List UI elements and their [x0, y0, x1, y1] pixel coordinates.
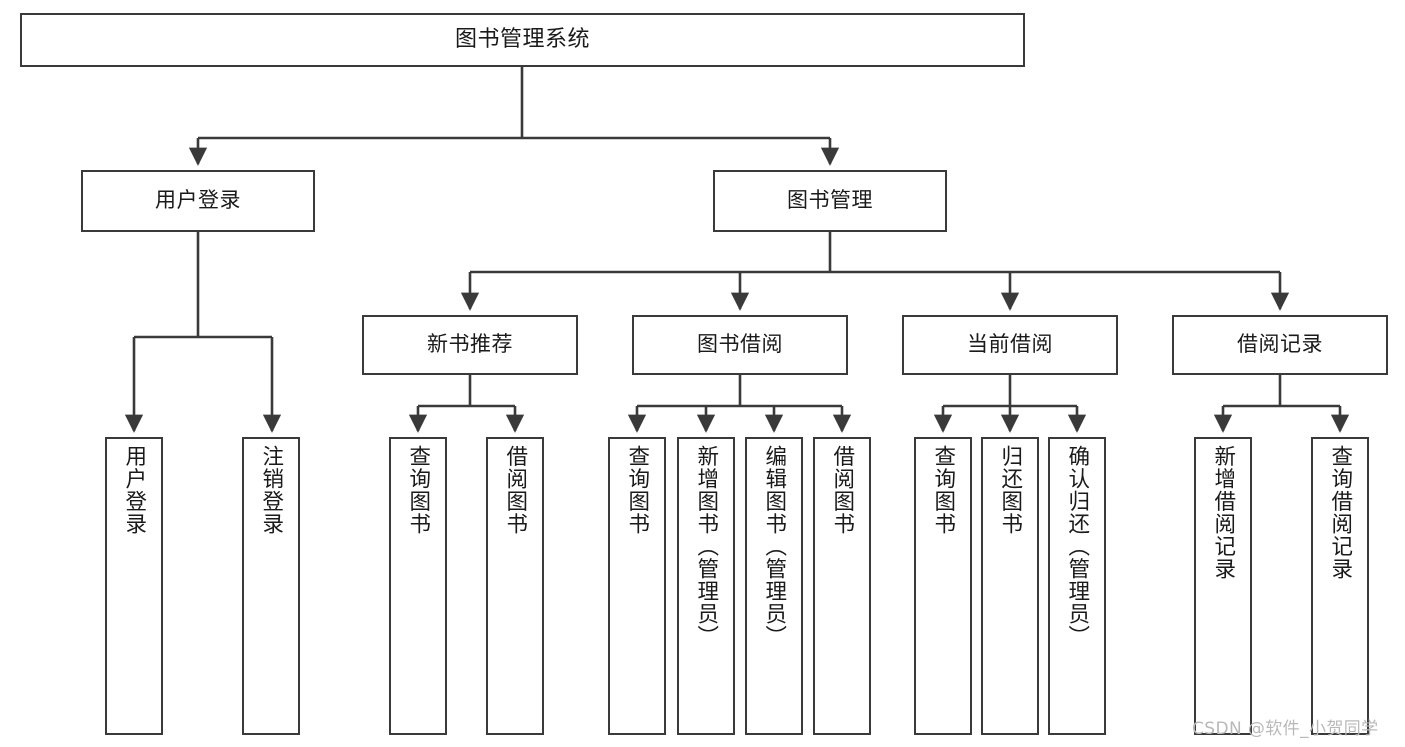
node-leaf-logout-login[interactable]: 注销登录: [242, 437, 300, 735]
node-borrow-record-label: 借阅记录: [1237, 332, 1323, 357]
node-leaf-confirm-return-admin[interactable]: 确认归还（管理员）: [1048, 437, 1106, 735]
node-book-borrow-label: 图书借阅: [697, 332, 783, 357]
node-current-borrow[interactable]: 当前借阅: [902, 315, 1118, 375]
node-root[interactable]: 图书管理系统: [20, 13, 1025, 67]
node-leaf-logout-login-label: 注销登录: [258, 445, 284, 535]
node-leaf-edit-book-admin-label: 编辑图书（管理员）: [761, 445, 787, 648]
node-new-book-recommend-label: 新书推荐: [427, 332, 513, 357]
node-leaf-add-borrow-record[interactable]: 新增借阅记录: [1194, 437, 1252, 735]
node-leaf-borrow-book-1[interactable]: 借阅图书: [486, 437, 544, 735]
node-leaf-add-book-admin-label: 新增图书（管理员）: [693, 445, 719, 648]
node-leaf-add-book-admin[interactable]: 新增图书（管理员）: [677, 437, 735, 735]
node-leaf-return-book-label: 归还图书: [997, 445, 1023, 535]
node-leaf-add-borrow-record-label: 新增借阅记录: [1210, 445, 1236, 580]
node-leaf-query-borrow-record-label: 查询借阅记录: [1327, 445, 1353, 580]
node-user-login[interactable]: 用户登录: [81, 170, 315, 232]
watermark-text: CSDN @软件_小贺同学: [1192, 719, 1379, 739]
node-leaf-confirm-return-admin-label: 确认归还（管理员）: [1064, 445, 1090, 648]
node-leaf-query-book-1[interactable]: 查询图书: [389, 437, 447, 735]
node-leaf-query-book-1-label: 查询图书: [405, 445, 431, 535]
node-current-borrow-label: 当前借阅: [967, 332, 1053, 357]
node-leaf-query-book-2-label: 查询图书: [624, 445, 650, 535]
node-leaf-user-login[interactable]: 用户登录: [105, 437, 163, 735]
node-book-borrow[interactable]: 图书借阅: [632, 315, 848, 375]
node-book-management-label: 图书管理: [787, 188, 873, 213]
node-book-management[interactable]: 图书管理: [713, 170, 947, 232]
node-leaf-user-login-label: 用户登录: [121, 445, 147, 535]
node-leaf-edit-book-admin[interactable]: 编辑图书（管理员）: [745, 437, 803, 735]
node-leaf-borrow-book-2-label: 借阅图书: [829, 445, 855, 535]
node-borrow-record[interactable]: 借阅记录: [1172, 315, 1388, 375]
node-leaf-query-book-3-label: 查询图书: [930, 445, 956, 535]
node-new-book-recommend[interactable]: 新书推荐: [362, 315, 578, 375]
node-user-login-label: 用户登录: [155, 188, 241, 213]
node-leaf-borrow-book-1-label: 借阅图书: [502, 445, 528, 535]
node-leaf-query-book-2[interactable]: 查询图书: [608, 437, 666, 735]
node-root-label: 图书管理系统: [454, 26, 590, 52]
node-leaf-query-borrow-record[interactable]: 查询借阅记录: [1311, 437, 1369, 735]
node-leaf-borrow-book-2[interactable]: 借阅图书: [813, 437, 871, 735]
node-leaf-query-book-3[interactable]: 查询图书: [914, 437, 972, 735]
node-leaf-return-book[interactable]: 归还图书: [981, 437, 1039, 735]
